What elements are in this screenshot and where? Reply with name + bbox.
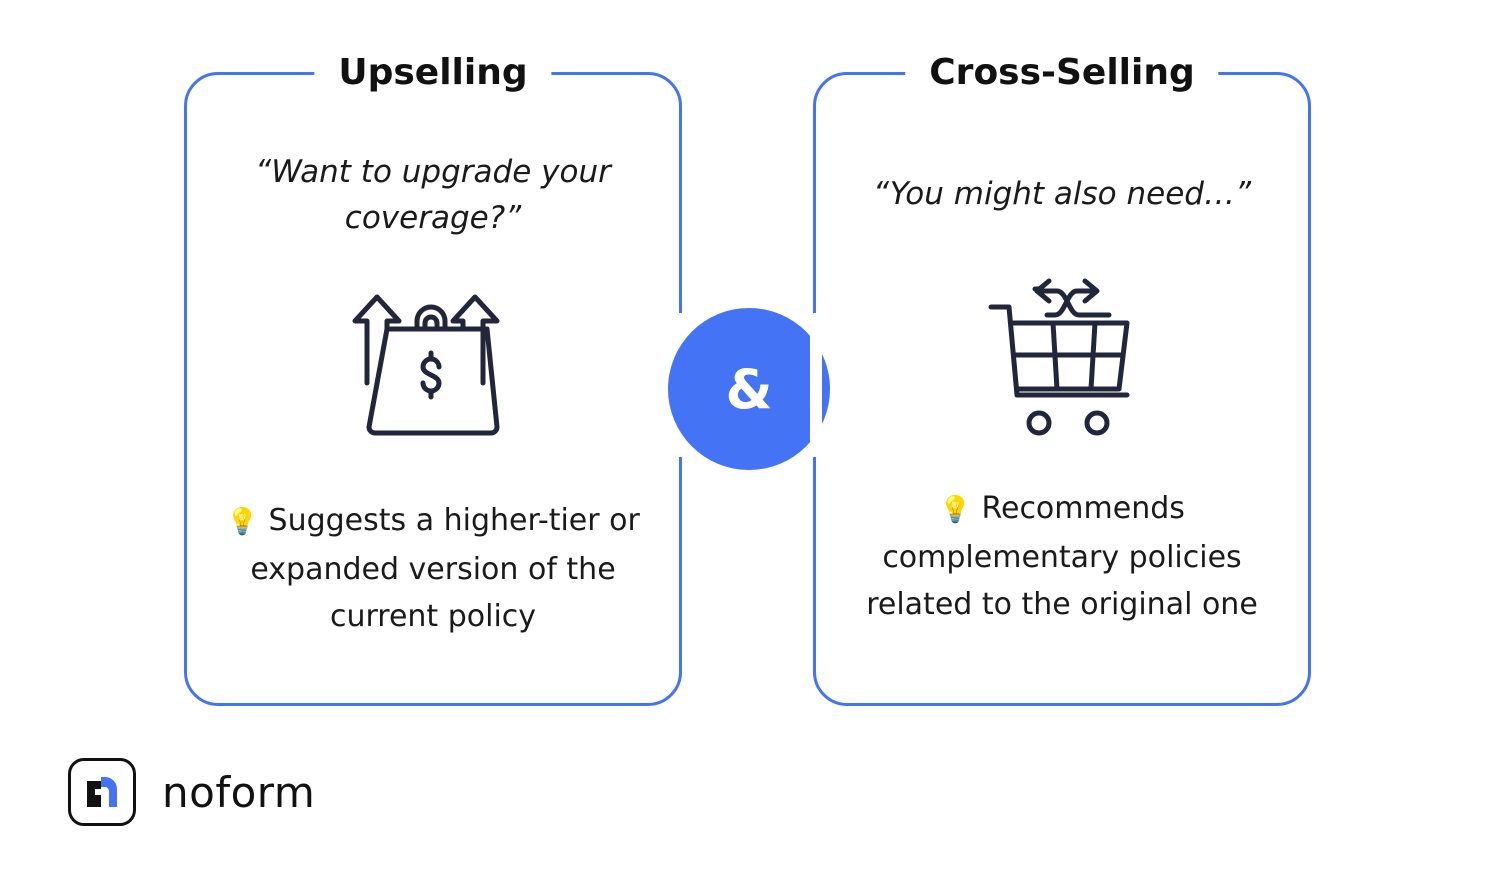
upselling-quote: “Want to upgrade your coverage?” xyxy=(255,154,611,236)
cross-selling-card: Cross-Selling “You might also need…” 💡Re… xyxy=(810,45,1311,706)
brand-name: noform xyxy=(162,767,316,817)
upselling-description: 💡Suggests a higher-tier or expanded vers… xyxy=(207,497,659,640)
money-bag-arrows-up-icon xyxy=(351,277,515,445)
upselling-title: Upselling xyxy=(314,45,552,101)
card-border-gap xyxy=(810,313,822,457)
shopping-cart-shuffle-icon xyxy=(987,277,1137,447)
cross-selling-title: Cross-Selling xyxy=(905,45,1219,101)
cross-selling-description: 💡Recommends complementary policies relat… xyxy=(836,485,1288,628)
lightbulb-icon: 💡 xyxy=(226,507,259,537)
ampersand-connector: & xyxy=(668,308,830,470)
cross-selling-quote: “You might also need…” xyxy=(872,176,1252,212)
upselling-card: Upselling “Want to upgrade your coverage… xyxy=(184,45,685,706)
brand-logo: noform xyxy=(68,758,315,826)
lightbulb-icon: 💡 xyxy=(939,495,972,525)
noform-logo-icon xyxy=(68,758,136,826)
